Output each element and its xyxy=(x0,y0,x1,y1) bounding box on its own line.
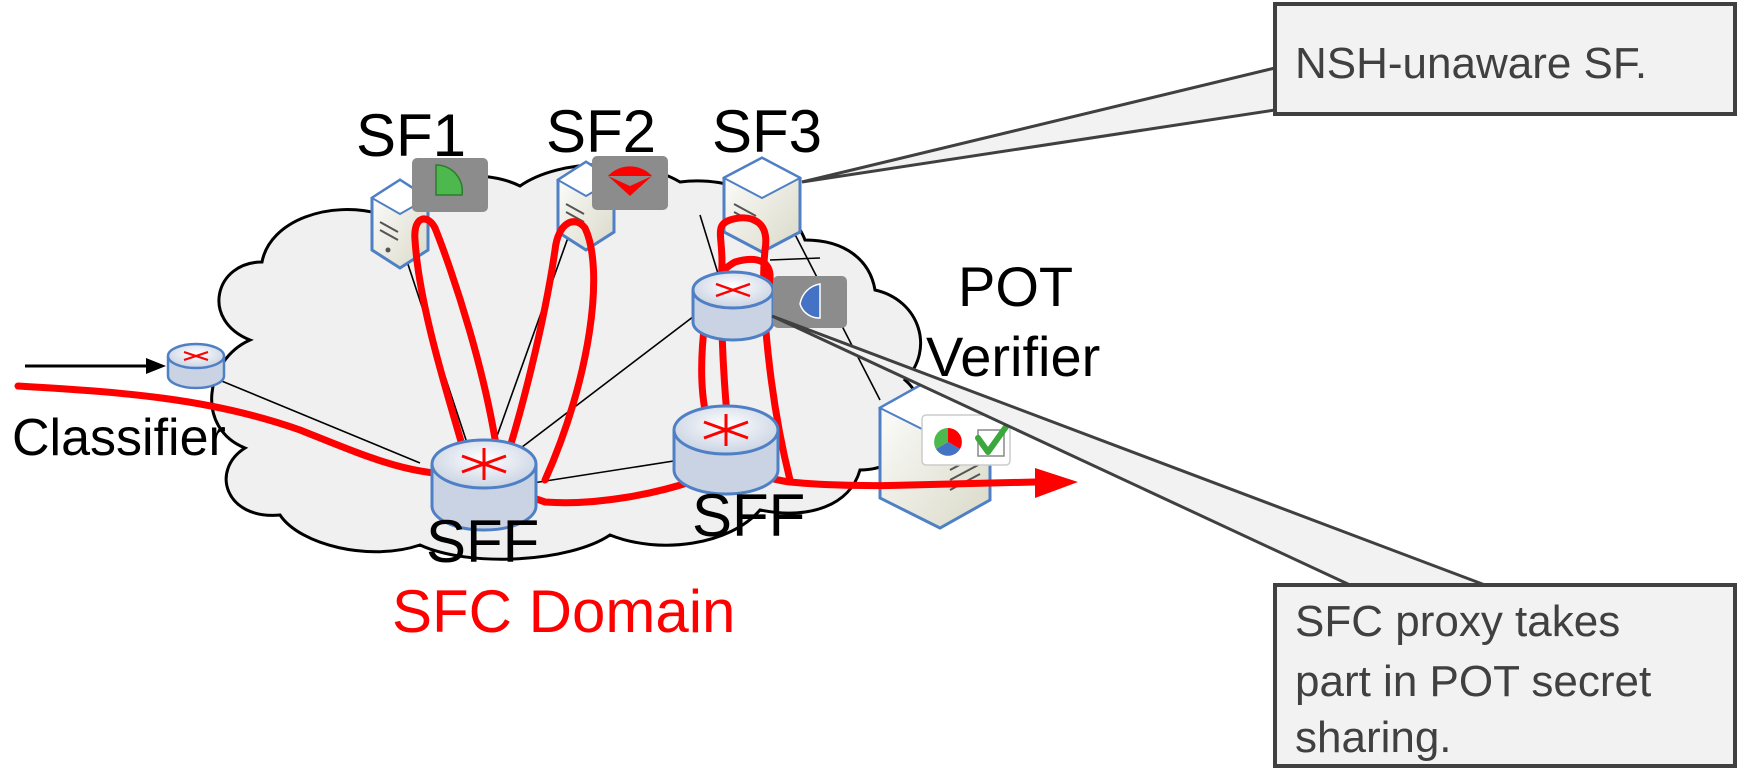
classifier-router xyxy=(166,342,226,390)
sf3-server xyxy=(721,156,803,254)
sf2-share-badge xyxy=(592,156,668,210)
callout-bottom-line3: sharing. xyxy=(1295,713,1452,762)
pie-share-icon xyxy=(934,428,962,456)
pot-label-line2: Verifier xyxy=(926,325,1100,388)
pot-verifier-server xyxy=(877,378,1011,530)
ingress-arrow xyxy=(25,358,166,374)
sff-left-router xyxy=(430,438,538,532)
router-icon xyxy=(166,342,226,390)
callout-top-text: NSH-unaware SF. xyxy=(1295,39,1647,88)
arrow-icon xyxy=(1035,468,1078,498)
sfc-proxy-router xyxy=(691,270,775,342)
router-icon xyxy=(430,438,538,532)
pie-share-icon xyxy=(435,164,464,196)
router-icon xyxy=(672,404,780,496)
sff-right-router xyxy=(672,404,780,496)
pie-share-icon xyxy=(799,283,821,319)
classifier-label: Classifier xyxy=(12,409,226,467)
sf1-share-badge xyxy=(412,158,488,212)
sf2-label: SF2 xyxy=(546,98,656,165)
callout-bottom-line1: SFC proxy takes xyxy=(1295,597,1620,646)
callout-bottom-line2: part in POT secret xyxy=(1295,657,1651,706)
callout-bottom: SFC proxy takes part in POT secret shari… xyxy=(1273,583,1737,768)
checkmark-icon xyxy=(975,421,1011,455)
server-icon xyxy=(721,156,803,254)
sf1-label: SF1 xyxy=(356,102,466,169)
callout-top: NSH-unaware SF. xyxy=(1273,2,1737,116)
router-icon xyxy=(691,270,775,342)
pie-share-icon xyxy=(608,166,652,196)
callout-top-pointer xyxy=(801,66,1277,184)
sff-left-label: SFF xyxy=(426,508,539,575)
sff-right-label: SFF xyxy=(692,482,805,549)
sf3-label: SF3 xyxy=(712,98,822,165)
pot-label-line1: POT xyxy=(958,255,1073,318)
proxy-share-badge xyxy=(773,276,847,328)
sfc-domain-label: SFC Domain xyxy=(392,578,735,645)
